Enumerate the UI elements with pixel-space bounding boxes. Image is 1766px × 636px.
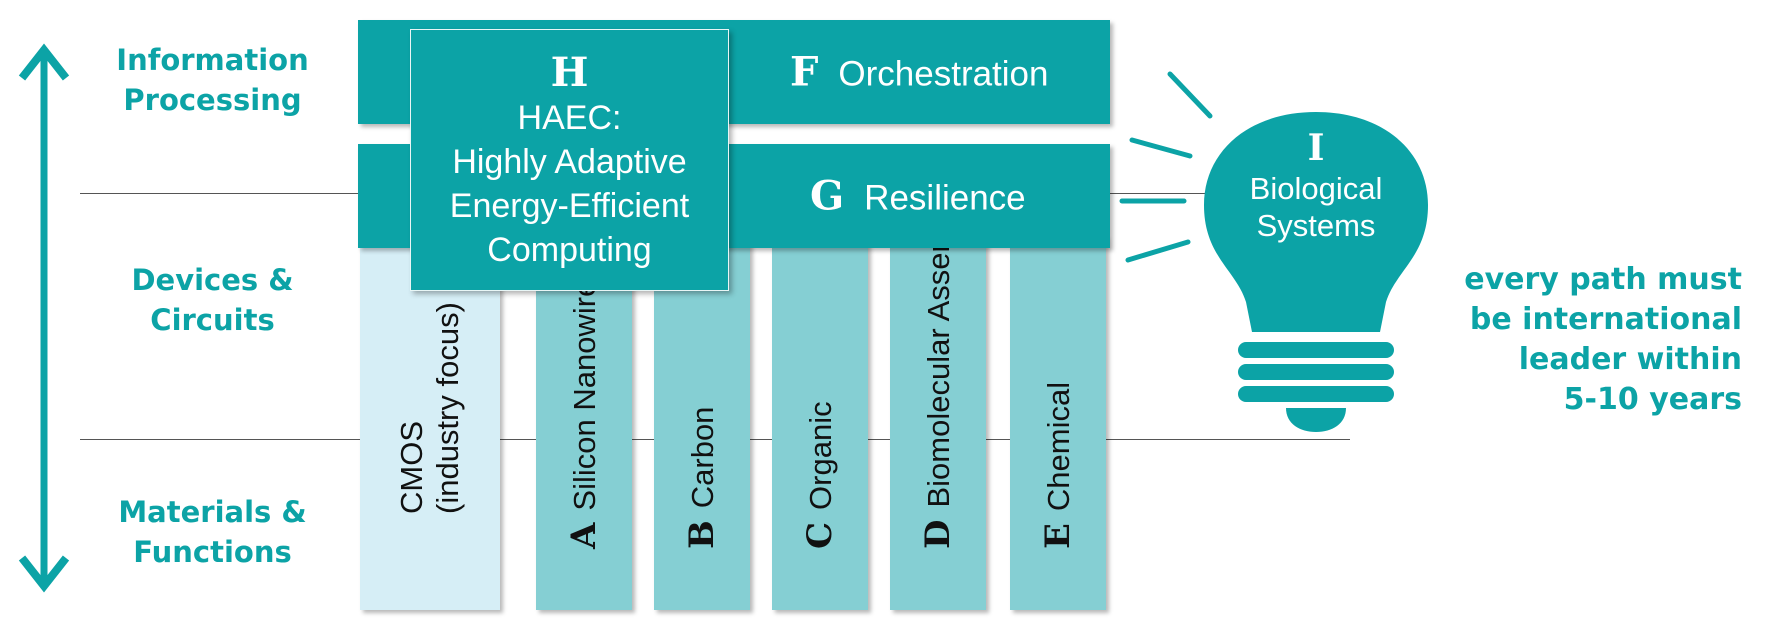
- path-column-d: DBiomolecular Assembly: [890, 187, 986, 610]
- path-column-c: C Organic: [772, 236, 868, 610]
- band-letter: G: [810, 172, 845, 220]
- bio-label: Biological Systems: [1249, 171, 1383, 243]
- band-label: Resilience: [864, 178, 1026, 218]
- vertical-double-arrow: [18, 43, 70, 593]
- haec-box: H HAEC: Highly Adaptive Energy-Efficient…: [410, 29, 729, 291]
- path-sub: (industry focus): [430, 302, 465, 514]
- path-column-a: A Silicon Nanowires: [536, 236, 632, 610]
- path-letter: A: [564, 522, 604, 549]
- international-leader-note: every path must be international leader …: [1464, 262, 1742, 417]
- level-information-processing: Information Processing: [116, 43, 309, 117]
- level-devices-circuits: Devices & Circuits: [131, 263, 294, 337]
- haec-letter: H: [550, 49, 589, 96]
- band-label: Orchestration: [838, 54, 1049, 94]
- path-name: Organic: [803, 401, 838, 510]
- path-name: Carbon: [685, 406, 720, 509]
- path-letter: C: [800, 521, 840, 549]
- path-column-e: E Chemical: [1010, 236, 1106, 610]
- level-materials-functions: Materials & Functions: [118, 495, 307, 569]
- band-letter: F: [790, 48, 819, 96]
- path-letter: B: [682, 520, 722, 549]
- path-name: CMOS: [394, 421, 429, 514]
- path-name: Chemical: [1041, 381, 1076, 512]
- haec-description: Highly Adaptive Energy-Efficient Computi…: [449, 143, 690, 269]
- bio-letter: I: [1307, 127, 1325, 169]
- path-letter: E: [1038, 523, 1078, 549]
- haec-title: HAEC:: [517, 99, 622, 137]
- path-column-cmos: CMOS(industry focus): [360, 236, 500, 610]
- lightbulb-icon: [1119, 71, 1428, 432]
- path-column-b: B Carbon: [654, 236, 750, 610]
- path-letter: D: [918, 519, 958, 549]
- path-name: Silicon Nanowires: [567, 264, 602, 511]
